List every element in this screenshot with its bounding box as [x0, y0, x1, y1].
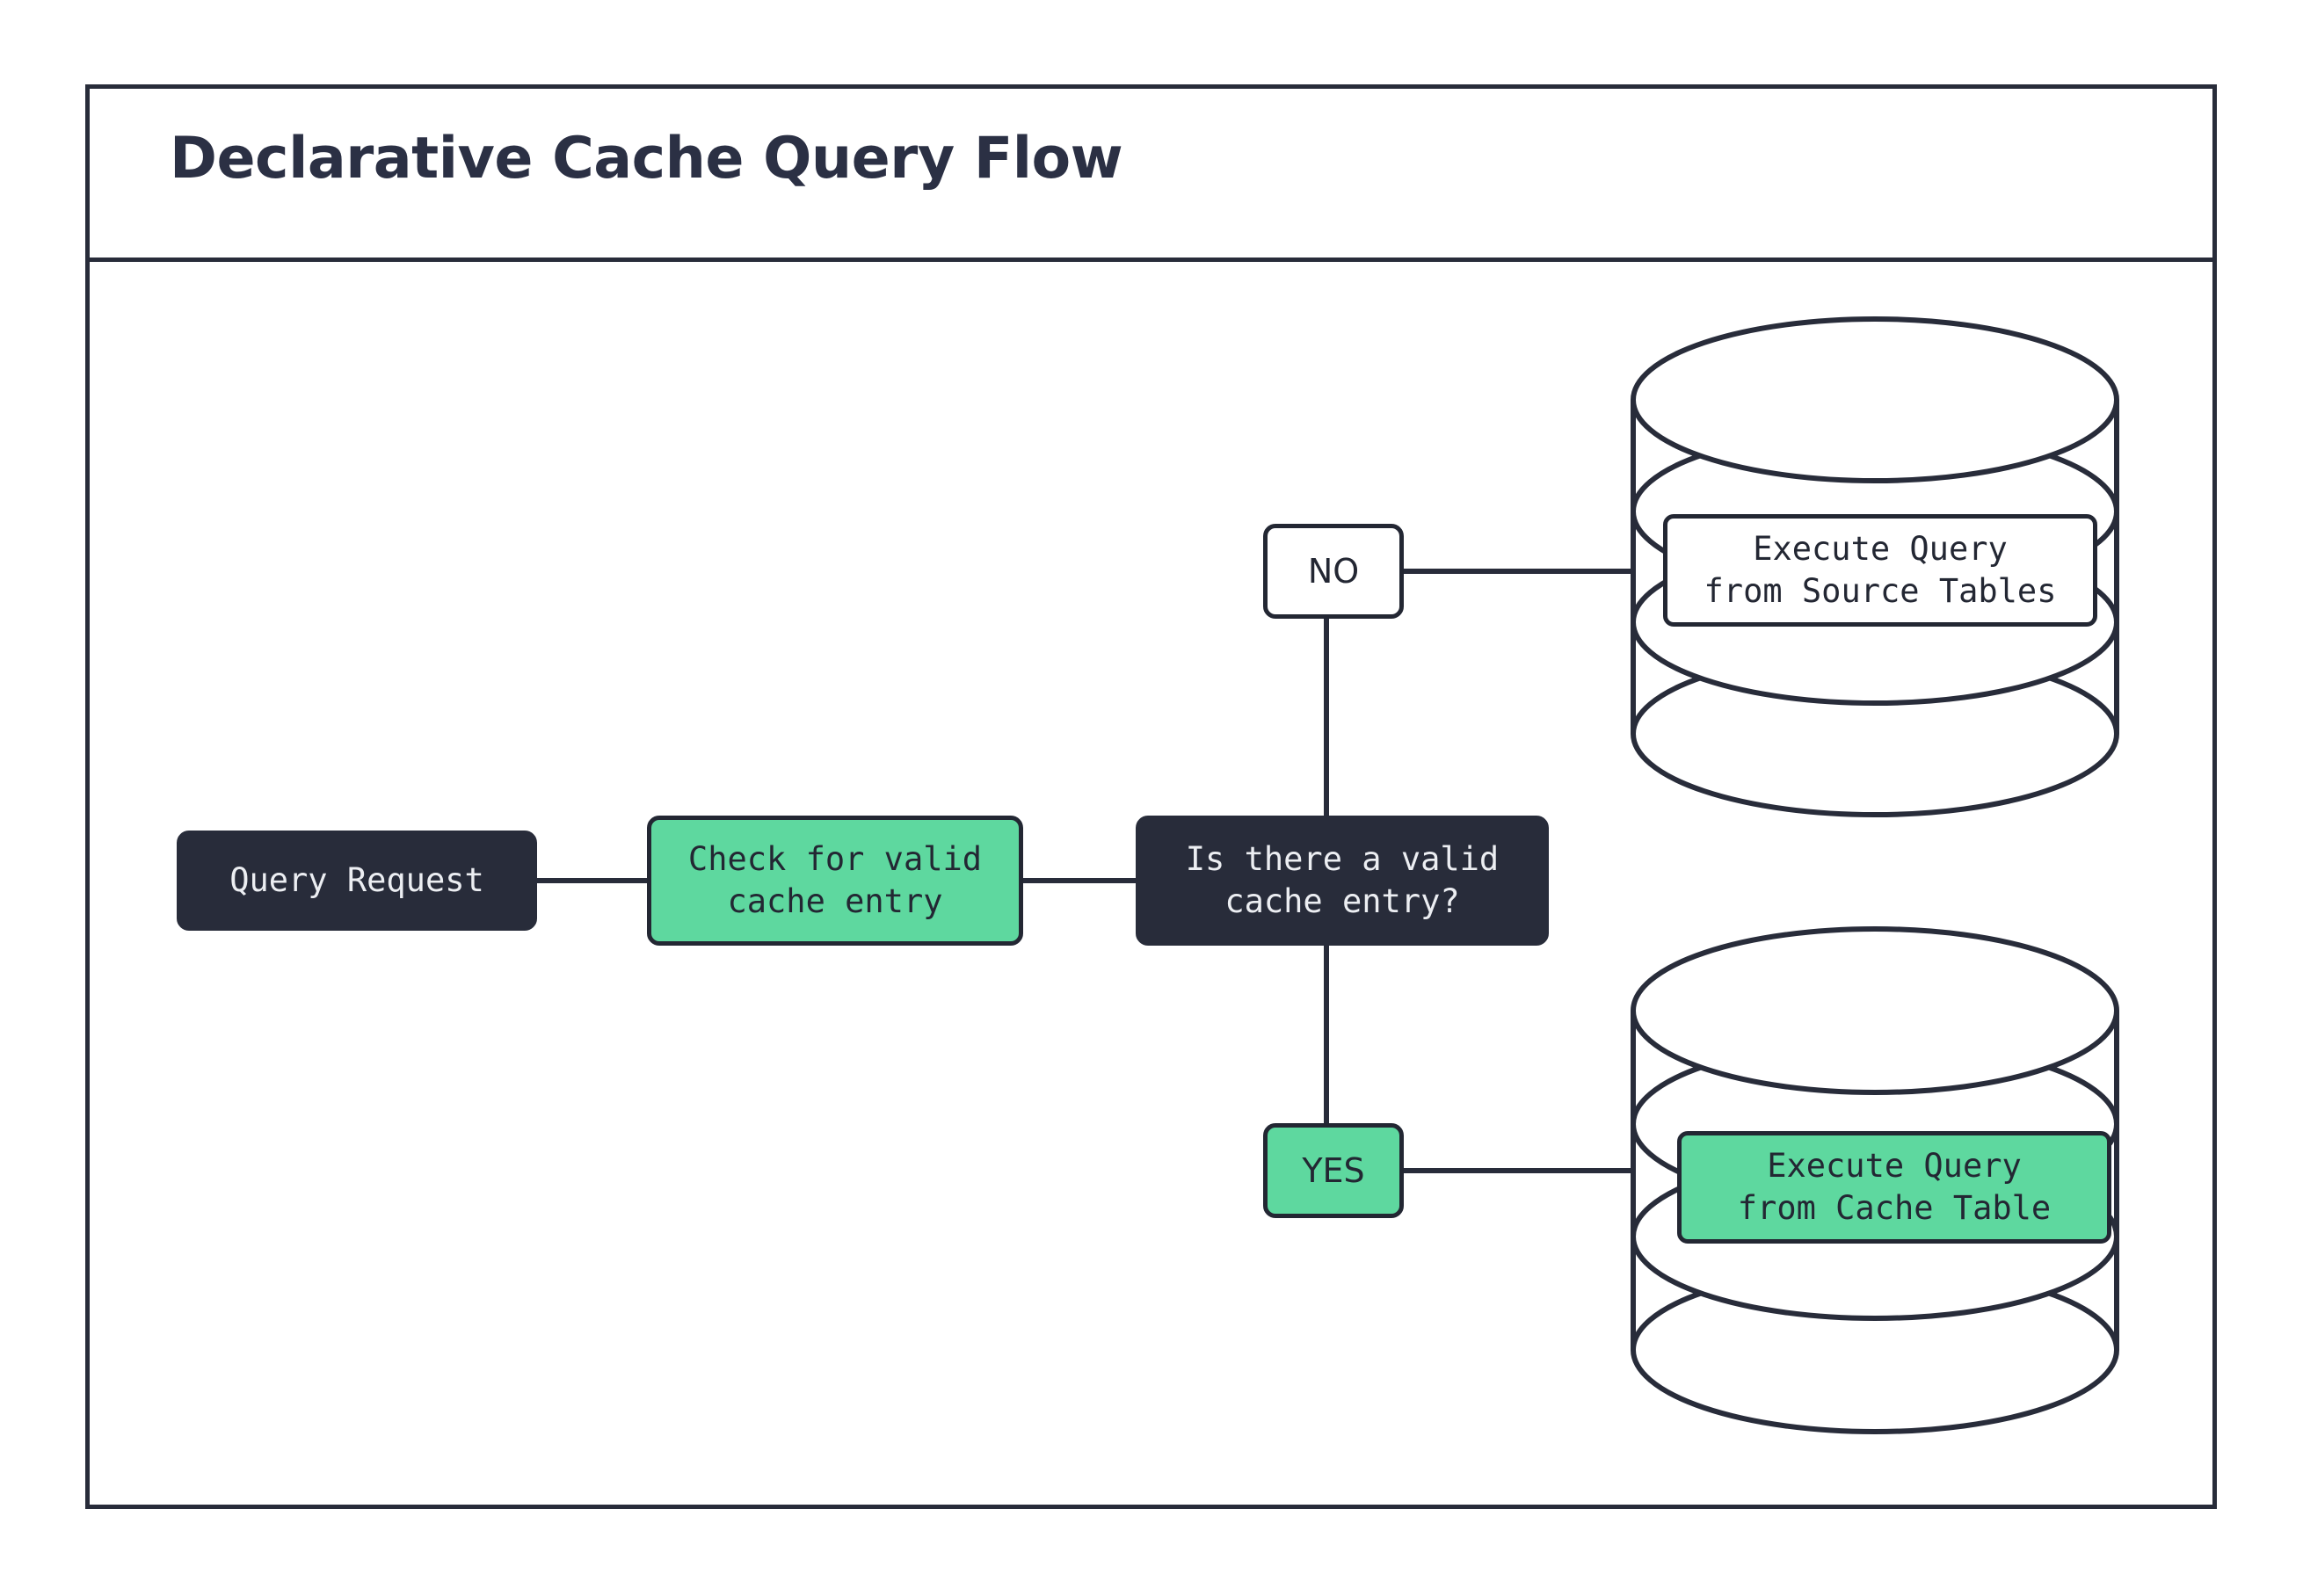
diagram-title-bar	[85, 84, 2217, 262]
execute-query-source-label[interactable]: Execute Query from Source Tables	[1663, 514, 2097, 627]
execute-query-cache-label[interactable]: Execute Query from Cache Table	[1677, 1131, 2111, 1244]
branch-label-yes[interactable]: YES	[1263, 1123, 1404, 1218]
page-title: Declarative Cache Query Flow	[170, 126, 1123, 192]
node-is-there-a-valid-cache-entry[interactable]: Is there a valid cache entry?	[1136, 816, 1549, 946]
node-check-for-valid-cache-entry[interactable]: Check for valid cache entry	[647, 816, 1023, 946]
node-query-request[interactable]: Query Request	[177, 831, 537, 931]
branch-label-no[interactable]: NO	[1263, 524, 1404, 619]
